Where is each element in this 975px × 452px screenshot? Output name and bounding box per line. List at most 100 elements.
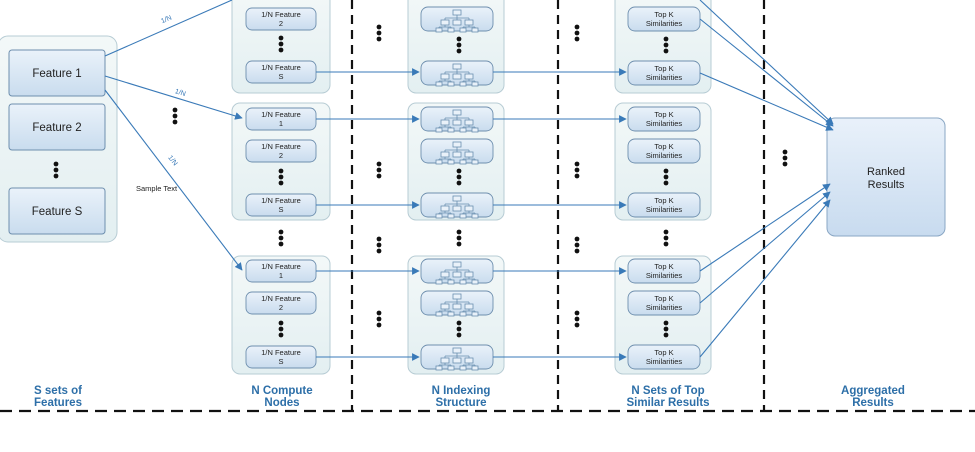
ellipsis-icon <box>782 149 788 167</box>
dashed-separators <box>0 0 975 413</box>
compute-node-box <box>245 291 317 315</box>
results-to-ranked-arrow <box>699 183 831 272</box>
edge-label-fraction: 1/N <box>166 154 178 167</box>
ellipsis-icon <box>376 236 382 254</box>
compute-node-box <box>245 7 317 31</box>
compute-node-index: S <box>278 72 283 81</box>
ellipsis-icon <box>376 161 382 179</box>
ellipsis-icon <box>376 310 382 328</box>
compute-node-label: 1/N Feature <box>261 196 301 205</box>
feature-arrow <box>104 75 243 120</box>
results-to-ranked-arrow <box>699 191 831 304</box>
results-box <box>627 138 701 164</box>
compute-node-index: 1 <box>279 271 283 280</box>
compute-node-label: 1/N Feature <box>261 63 301 72</box>
column-label: N Indexing <box>432 385 491 397</box>
ellipsis-icon <box>456 36 462 54</box>
indexing-groups <box>407 0 505 375</box>
compute-node-box <box>245 139 317 163</box>
compute-node-index: 2 <box>279 19 283 28</box>
column-label: Aggregated <box>841 385 905 397</box>
results-label: Similarities <box>646 271 683 280</box>
ellipsis-icon <box>376 24 382 42</box>
ellipsis-icon <box>574 24 580 42</box>
flow-arrows <box>104 0 834 361</box>
compute-node-label: 1/N Feature <box>261 262 301 271</box>
results-groups: Top K Similarities Top K Similarities To… <box>614 0 712 375</box>
results-label: Similarities <box>646 151 683 160</box>
ellipsis-icon <box>574 161 580 179</box>
results-to-ranked-arrow <box>699 199 831 358</box>
edge-label-sample: Sample Text <box>136 184 178 193</box>
compute-node-label: 1/N Feature <box>261 294 301 303</box>
feature-arrow <box>104 0 233 57</box>
ranked-results-label: Ranked <box>867 166 905 178</box>
results-box <box>627 106 701 132</box>
feature-box <box>8 103 106 151</box>
results-label: Top K <box>654 294 673 303</box>
results-to-ranked-arrow <box>699 18 834 127</box>
compute-node-index: S <box>278 205 283 214</box>
results-to-ranked-arrow <box>699 0 834 125</box>
results-label: Top K <box>654 262 673 271</box>
results-to-ranked-arrow <box>699 72 834 131</box>
column-label: Results <box>852 397 894 409</box>
results-label: Similarities <box>646 357 683 366</box>
ellipsis-icon <box>456 229 462 247</box>
column-label: S sets of <box>34 385 82 397</box>
results-label: Similarities <box>646 19 683 28</box>
compute-node-index: 2 <box>279 303 283 312</box>
feature-label: Feature S <box>32 206 83 218</box>
results-label: Similarities <box>646 205 683 214</box>
compute-node-index: 1 <box>279 119 283 128</box>
ellipsis-icon <box>53 161 59 179</box>
edge-label-fraction: 1/N <box>160 15 173 26</box>
ellipsis-icon <box>456 320 462 338</box>
ellipsis-icon <box>663 36 669 54</box>
feature-label: Feature 2 <box>32 122 81 134</box>
feature-box <box>8 187 106 235</box>
compute-node-label: 1/N Feature <box>261 110 301 119</box>
ellipsis-icon <box>663 168 669 186</box>
results-label: Top K <box>654 142 673 151</box>
features-panel: Feature 1 Feature 2 Feature S <box>0 35 118 243</box>
results-label: Top K <box>654 10 673 19</box>
ellipsis-icon <box>278 35 284 53</box>
results-label: Top K <box>654 196 673 205</box>
results-label: Similarities <box>646 119 683 128</box>
ellipsis-icon <box>278 168 284 186</box>
results-label: Top K <box>654 348 673 357</box>
compute-groups: 1/N Feature 2 1/N Feature S 1/N Feature … <box>231 0 331 375</box>
feature-arrow <box>104 89 243 271</box>
compute-node-label: 1/N Feature <box>261 142 301 151</box>
column-label: Structure <box>435 397 486 409</box>
ranked-results-label: Results <box>868 179 905 191</box>
column-label: Similar Results <box>626 397 709 409</box>
column-label: N Compute <box>251 385 312 397</box>
compute-node-label: 1/N Feature <box>261 10 301 19</box>
ranked-results-box <box>826 117 946 237</box>
compute-node-label: 1/N Feature <box>261 348 301 357</box>
ellipsis-icon <box>663 229 669 247</box>
compute-node-index: 2 <box>279 151 283 160</box>
ellipsis-icon <box>663 320 669 338</box>
ellipsis-icon <box>574 236 580 254</box>
ellipsis-icon <box>172 107 178 125</box>
ellipsis-icon <box>278 320 284 338</box>
results-label: Top K <box>654 64 673 73</box>
feature-box <box>8 49 106 97</box>
ellipsis-icon <box>278 229 284 247</box>
compute-node-index: S <box>278 357 283 366</box>
column-labels: S sets of Features N Compute Nodes N Ind… <box>34 385 905 409</box>
results-label: Top K <box>654 110 673 119</box>
ellipsis-icon <box>456 168 462 186</box>
column-label: Features <box>34 397 82 409</box>
results-label: Similarities <box>646 303 683 312</box>
ellipsis-icon <box>574 310 580 328</box>
column-label: N Sets of Top <box>631 385 704 397</box>
column-label: Nodes <box>264 397 299 409</box>
feature-label: Feature 1 <box>32 68 81 80</box>
ranked-results: Ranked Results <box>826 117 946 237</box>
results-label: Similarities <box>646 73 683 82</box>
